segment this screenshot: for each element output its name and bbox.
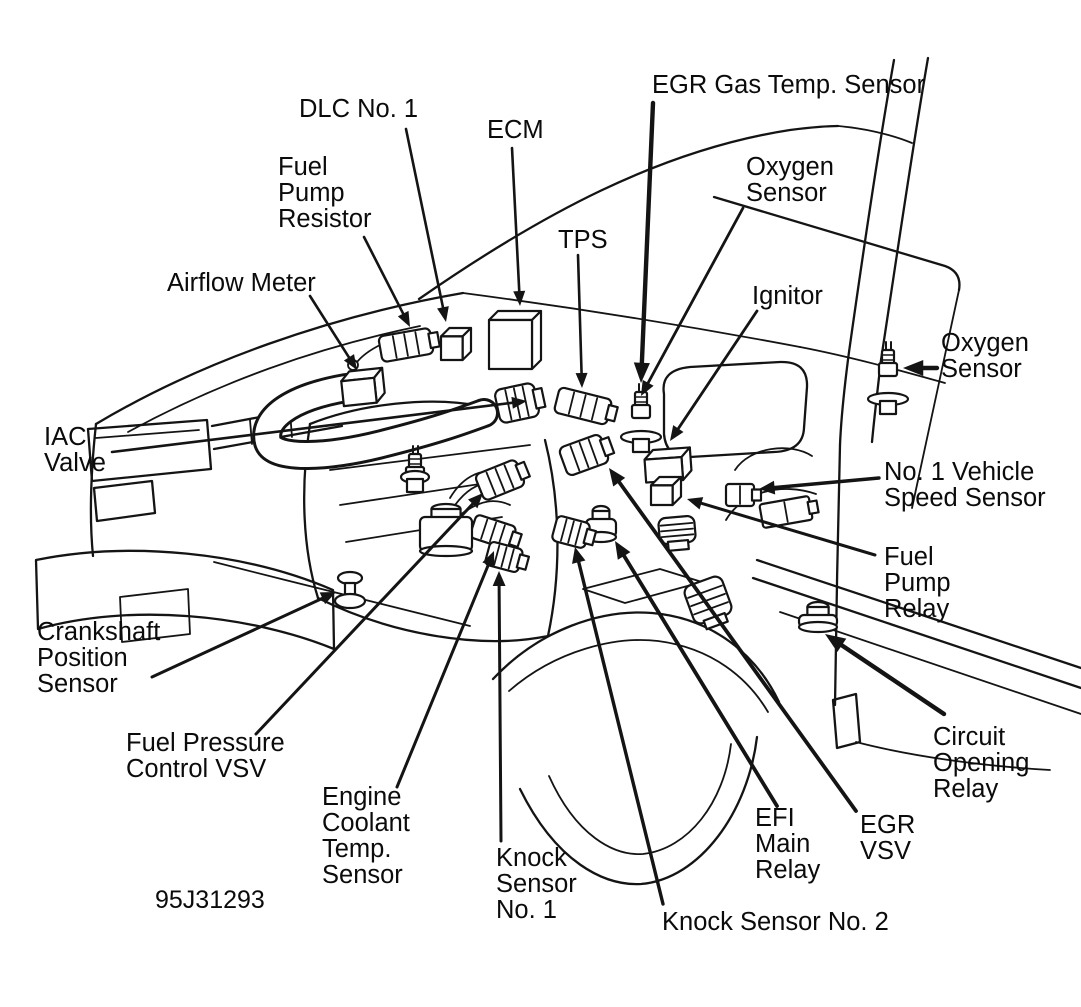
door-edge (833, 443, 842, 707)
roof-curve (417, 124, 840, 301)
leader-fuel-pump-resistor (362, 235, 410, 327)
part-egr-gas-temp-sensor-part (619, 383, 663, 454)
figure-code: 95J31293 (155, 886, 265, 914)
leader-knock-sensor-no1 (492, 571, 506, 843)
part-ecm-box (487, 309, 543, 371)
leader-ecm (510, 146, 526, 306)
leader-no1-vehicle-speed-sensor (759, 476, 881, 495)
callout-label-knock-sensor-no2: Knock Sensor No. 2 (662, 908, 889, 936)
leader-circuit-opening-relay (825, 634, 947, 717)
front-bumper (34, 549, 336, 651)
leader-iac-valve (110, 396, 527, 454)
valve-cover-top (308, 400, 482, 426)
tire-inner-arc (548, 743, 732, 855)
part-egr-vsv-part (558, 433, 616, 477)
hood-edge-line (94, 291, 465, 426)
part-ignitor-part (643, 446, 693, 484)
intake-hose-fill (255, 376, 496, 467)
fender-arch (491, 611, 781, 704)
part-fuel-pump-resistor-part (377, 327, 441, 363)
part-fuel-pump-relay-part (649, 475, 683, 507)
fender-arch-lip (508, 639, 769, 713)
leader-oxygen-sensor-upper (641, 206, 745, 396)
callout-label-tps: TPS (558, 226, 608, 254)
leader-dlc-no-1 (404, 127, 449, 322)
callout-label-dlc-no-1: DLC No. 1 (299, 95, 418, 123)
inner-fender-curve-1 (734, 447, 813, 471)
leader-efi-main-relay (615, 541, 779, 808)
part-circuit-opening-relay-part (797, 600, 839, 634)
leader-fuel-pressure-control-vsv (254, 493, 483, 736)
part-knock-sensor-no2-part (551, 515, 598, 549)
leader-airflow-meter (308, 294, 357, 370)
sill-line-1 (755, 558, 1081, 670)
callout-label-ignitor: Ignitor (752, 282, 823, 310)
part-injector-part (399, 445, 431, 494)
leader-knock-sensor-no2 (572, 547, 665, 906)
windshield-pillar-inner (911, 289, 960, 509)
part-latch-bracket (758, 495, 820, 529)
part-oxygen-sensor-right-part (866, 341, 910, 416)
roof-curve-end (837, 125, 913, 144)
leader-ignitor (670, 309, 759, 441)
leader-crankshaft-position-sensor (150, 592, 336, 679)
part-tps-part (553, 386, 619, 426)
a-pillar-outer (838, 58, 896, 447)
leader-engine-coolant-temp-sensor (395, 551, 495, 789)
part-airflow-meter-part (340, 366, 386, 408)
windshield-edge (712, 195, 961, 292)
turn-signal (92, 479, 157, 523)
cowl-line (462, 292, 801, 348)
part-speed-sensor-connector (724, 482, 763, 508)
vehicle-body-line-art (34, 56, 1081, 886)
fender-top-line (799, 346, 946, 384)
leader-oxygen-sensor-right (903, 359, 940, 377)
headlight-inner-line (95, 429, 200, 439)
engine-bottom-edge (316, 596, 550, 643)
fender-front-edge (89, 422, 98, 558)
license-plate-recess (119, 588, 191, 643)
step-bracket (831, 692, 862, 750)
part-knock-sensor-no1-part (484, 540, 531, 574)
part-fuel-pressure-vsv-part (474, 459, 531, 501)
component-parts-layer (333, 309, 910, 634)
sill-line-2 (751, 576, 1081, 690)
a-pillar-outer-2 (870, 56, 930, 444)
callout-label-egr-gas-temp-sensor: EGR Gas Temp. Sensor (652, 71, 926, 99)
leader-egr-gas-temp-sensor (633, 100, 656, 383)
headlight (86, 418, 213, 483)
callout-leader-lines (110, 100, 947, 906)
resistor-lead-wire (356, 344, 381, 363)
leader-tps (575, 253, 588, 388)
part-relay-cylinder (657, 514, 697, 552)
part-dlc-connector (439, 326, 473, 362)
leader-egr-vsv (609, 468, 858, 813)
part-crankshaft-sensor-stud (333, 570, 367, 610)
leader-fuel-pump-relay (687, 497, 877, 557)
inner-fender-opening (662, 360, 809, 459)
lower-body-line (855, 741, 1051, 771)
hood-inner-line (127, 325, 421, 433)
tire-outer-arc (518, 735, 759, 886)
callout-label-ecm: ECM (487, 116, 544, 144)
callout-label-airflow-meter: Airflow Meter (167, 269, 316, 297)
